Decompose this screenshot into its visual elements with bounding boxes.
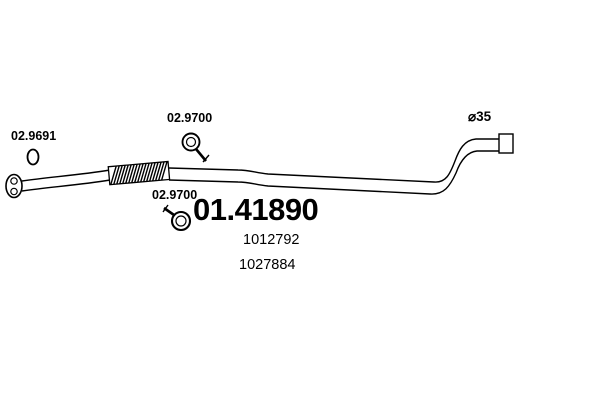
- pipe-main-section: [168, 138, 500, 195]
- clamp-icon-bottom: [162, 204, 192, 232]
- main-part-number: 01.41890: [193, 192, 319, 227]
- oe-reference-number-1: 1012792: [243, 232, 300, 248]
- label-bottom-clamp-part-number: 02.9700: [152, 188, 198, 202]
- label-gasket-part-number: 02.9691: [11, 129, 57, 143]
- flex-section: [107, 160, 171, 186]
- label-pipe-diameter: ⌀35: [468, 109, 492, 124]
- oe-reference-number-2: 1027884: [239, 257, 296, 273]
- pipe-end-collar: [498, 133, 514, 154]
- clamp-icon-top: [181, 132, 210, 163]
- pipe-left-section: [21, 169, 111, 192]
- left-flange: [5, 173, 23, 199]
- label-top-clamp-part-number: 02.9700: [167, 111, 213, 125]
- gasket-ring-icon: [26, 148, 40, 166]
